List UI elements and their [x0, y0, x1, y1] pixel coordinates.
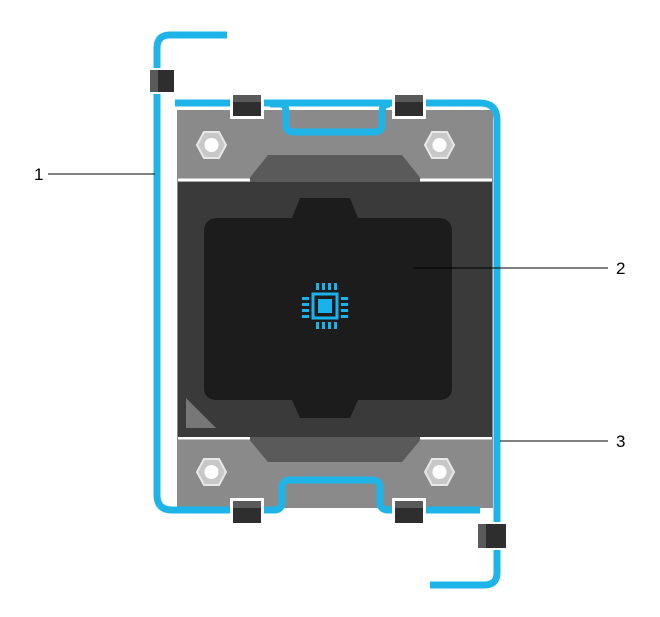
nut-top-left [195, 131, 228, 159]
chip-icon [302, 283, 348, 329]
leader-lines [48, 173, 608, 442]
clip-bottom-left [230, 498, 264, 526]
clip-bottom-right [392, 498, 426, 526]
hex-nuts [195, 131, 456, 486]
bottom-wire-bend [260, 476, 480, 514]
processor-carrier [177, 110, 493, 508]
callout-3: 3 [616, 432, 626, 451]
clip-right-wire [476, 522, 508, 550]
top-wire-bend [270, 100, 391, 136]
clips [148, 68, 508, 550]
pin1-indicator [186, 398, 216, 428]
callout-2: 2 [616, 259, 626, 278]
nut-top-right [423, 131, 456, 159]
callout-1: 1 [34, 165, 44, 184]
clip-top-right [392, 93, 426, 119]
nut-bottom-left [195, 458, 228, 486]
clip-top-left [230, 93, 264, 119]
left-wire [153, 31, 245, 514]
right-wire [175, 99, 501, 589]
clip-left-wire [148, 68, 176, 94]
retention-wires [153, 31, 501, 589]
nut-bottom-right [423, 458, 456, 486]
